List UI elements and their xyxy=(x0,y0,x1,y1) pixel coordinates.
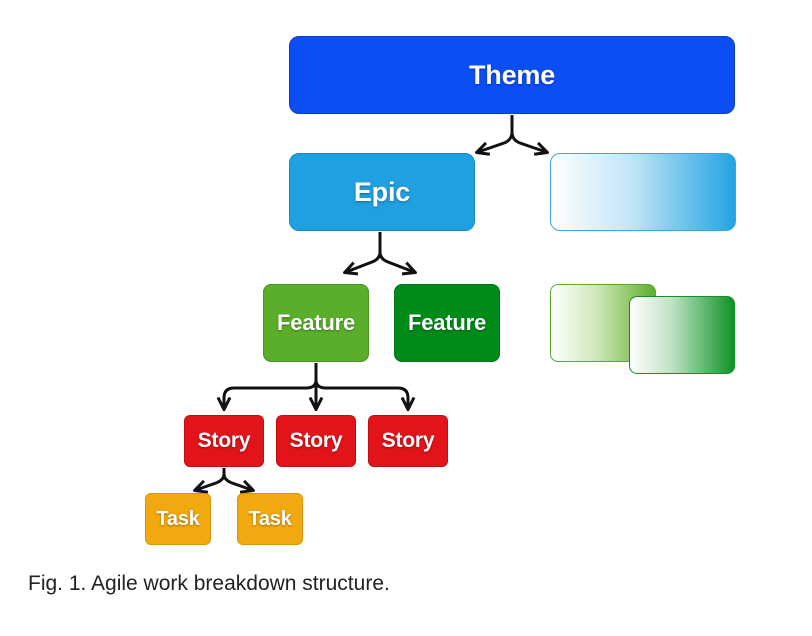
epic-placeholder-box xyxy=(550,153,736,231)
arrow-theme-to-epic-ghost xyxy=(510,131,546,152)
arrow-epic-to-feature-1 xyxy=(346,232,382,272)
arrow-story-to-task-1 xyxy=(196,468,226,490)
story-box-1: Story xyxy=(184,415,264,467)
feature-placeholder-box-2 xyxy=(629,296,735,374)
epic-label: Epic xyxy=(353,176,411,207)
feature-box-2: Feature xyxy=(394,284,500,362)
arrow-feature-to-story-3 xyxy=(314,379,408,408)
epic-box: Epic xyxy=(289,153,475,231)
story-box-3: Story xyxy=(368,415,448,467)
task-box-2: Task xyxy=(237,493,303,545)
feature-label-2: Feature xyxy=(407,310,487,335)
connector-story xyxy=(196,468,252,490)
story-label-2: Story xyxy=(289,429,343,452)
theme-label: Theme xyxy=(468,59,556,90)
arrow-theme-to-epic xyxy=(478,115,514,152)
connector-theme xyxy=(478,115,546,152)
figure-caption: Fig. 1. Agile work breakdown structure. xyxy=(28,572,390,595)
arrow-epic-to-feature-2 xyxy=(378,251,414,272)
feature-box-1: Feature xyxy=(263,284,369,362)
story-box-2: Story xyxy=(276,415,356,467)
theme-box: Theme xyxy=(289,36,735,114)
story-label-3: Story xyxy=(381,429,435,452)
feature-label-1: Feature xyxy=(276,310,356,335)
arrow-story-to-task-2 xyxy=(222,473,252,490)
arrow-feature-to-story-1 xyxy=(224,379,318,408)
story-label-1: Story xyxy=(197,429,251,452)
connector-feature xyxy=(224,363,408,408)
task-label-2: Task xyxy=(248,507,292,530)
connector-epic xyxy=(346,232,414,272)
task-label-1: Task xyxy=(156,507,200,530)
task-box-1: Task xyxy=(145,493,211,545)
